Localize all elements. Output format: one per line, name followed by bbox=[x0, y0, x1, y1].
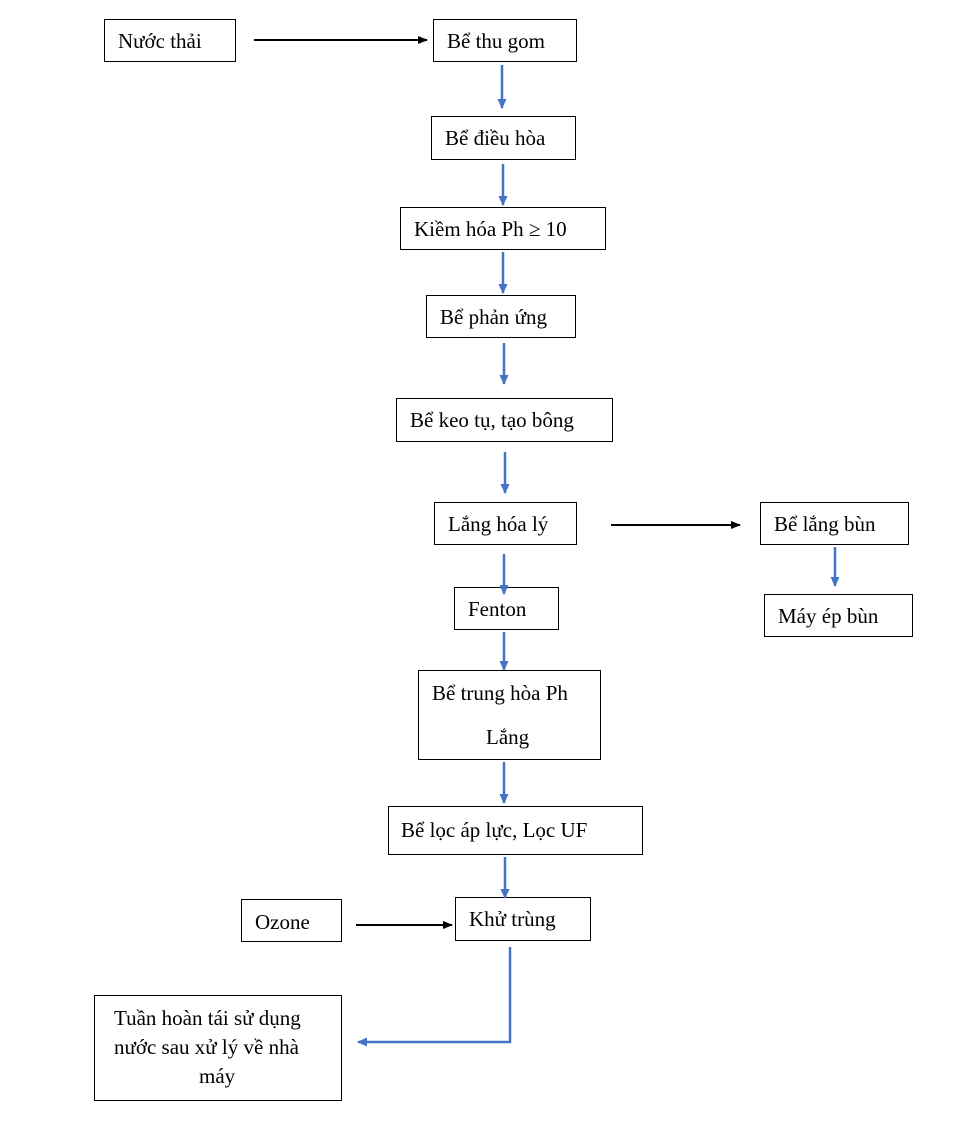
node-reaction-tank: Bể phản ứng bbox=[426, 295, 576, 338]
node-coagulation-tank: Bể keo tụ, tạo bông bbox=[396, 398, 613, 442]
node-label: Máy ép bùn bbox=[778, 604, 879, 628]
node-label: Lắng hóa lý bbox=[448, 512, 549, 536]
node-wastewater: Nước thải bbox=[104, 19, 236, 62]
node-label: Kiềm hóa Ph ≥ 10 bbox=[414, 217, 567, 241]
node-label-line3: máy bbox=[199, 1064, 236, 1088]
node-fenton: Fenton bbox=[454, 587, 559, 630]
node-label: Khử trùng bbox=[469, 907, 556, 931]
node-sludge-settling-tank: Bể lắng bùn bbox=[760, 502, 909, 545]
blue-arrows bbox=[357, 65, 840, 1047]
node-neutralization-tank: Bể trung hòa Ph Lắng bbox=[418, 670, 601, 760]
node-label: Nước thải bbox=[118, 29, 202, 53]
node-collection-tank: Bể thu gom bbox=[433, 19, 577, 62]
node-label: Bể thu gom bbox=[447, 29, 545, 53]
node-label: Ozone bbox=[255, 910, 310, 934]
node-equalization-tank: Bể điều hòa bbox=[431, 116, 576, 160]
node-label-line2: nước sau xử lý về nhà bbox=[114, 1035, 299, 1059]
node-pressure-filter: Bể lọc áp lực, Lọc UF bbox=[388, 806, 643, 855]
node-label-line2: Lắng bbox=[486, 725, 530, 749]
node-label-line1: Tuần hoàn tái sử dụng bbox=[114, 1006, 301, 1030]
node-sludge-press: Máy ép bùn bbox=[764, 594, 913, 637]
node-label: Fenton bbox=[468, 597, 527, 621]
node-label: Bể điều hòa bbox=[445, 126, 546, 150]
node-label: Bể lọc áp lực, Lọc UF bbox=[401, 818, 588, 842]
node-disinfection: Khử trùng bbox=[455, 897, 591, 941]
black-arrows bbox=[254, 36, 741, 929]
node-alkalization: Kiềm hóa Ph ≥ 10 bbox=[400, 207, 606, 250]
node-label: Bể phản ứng bbox=[440, 305, 548, 329]
node-recirculation: Tuần hoàn tái sử dụng nước sau xử lý về … bbox=[94, 995, 342, 1101]
node-label: Bể lắng bùn bbox=[774, 512, 876, 536]
node-ozone: Ozone bbox=[241, 899, 342, 942]
node-label: Bể keo tụ, tạo bông bbox=[410, 408, 574, 432]
arrow-disinfection-to-recirculation bbox=[357, 947, 512, 1047]
node-physchem-settling: Lắng hóa lý bbox=[434, 502, 577, 545]
node-label-line1: Bể trung hòa Ph bbox=[432, 681, 568, 705]
